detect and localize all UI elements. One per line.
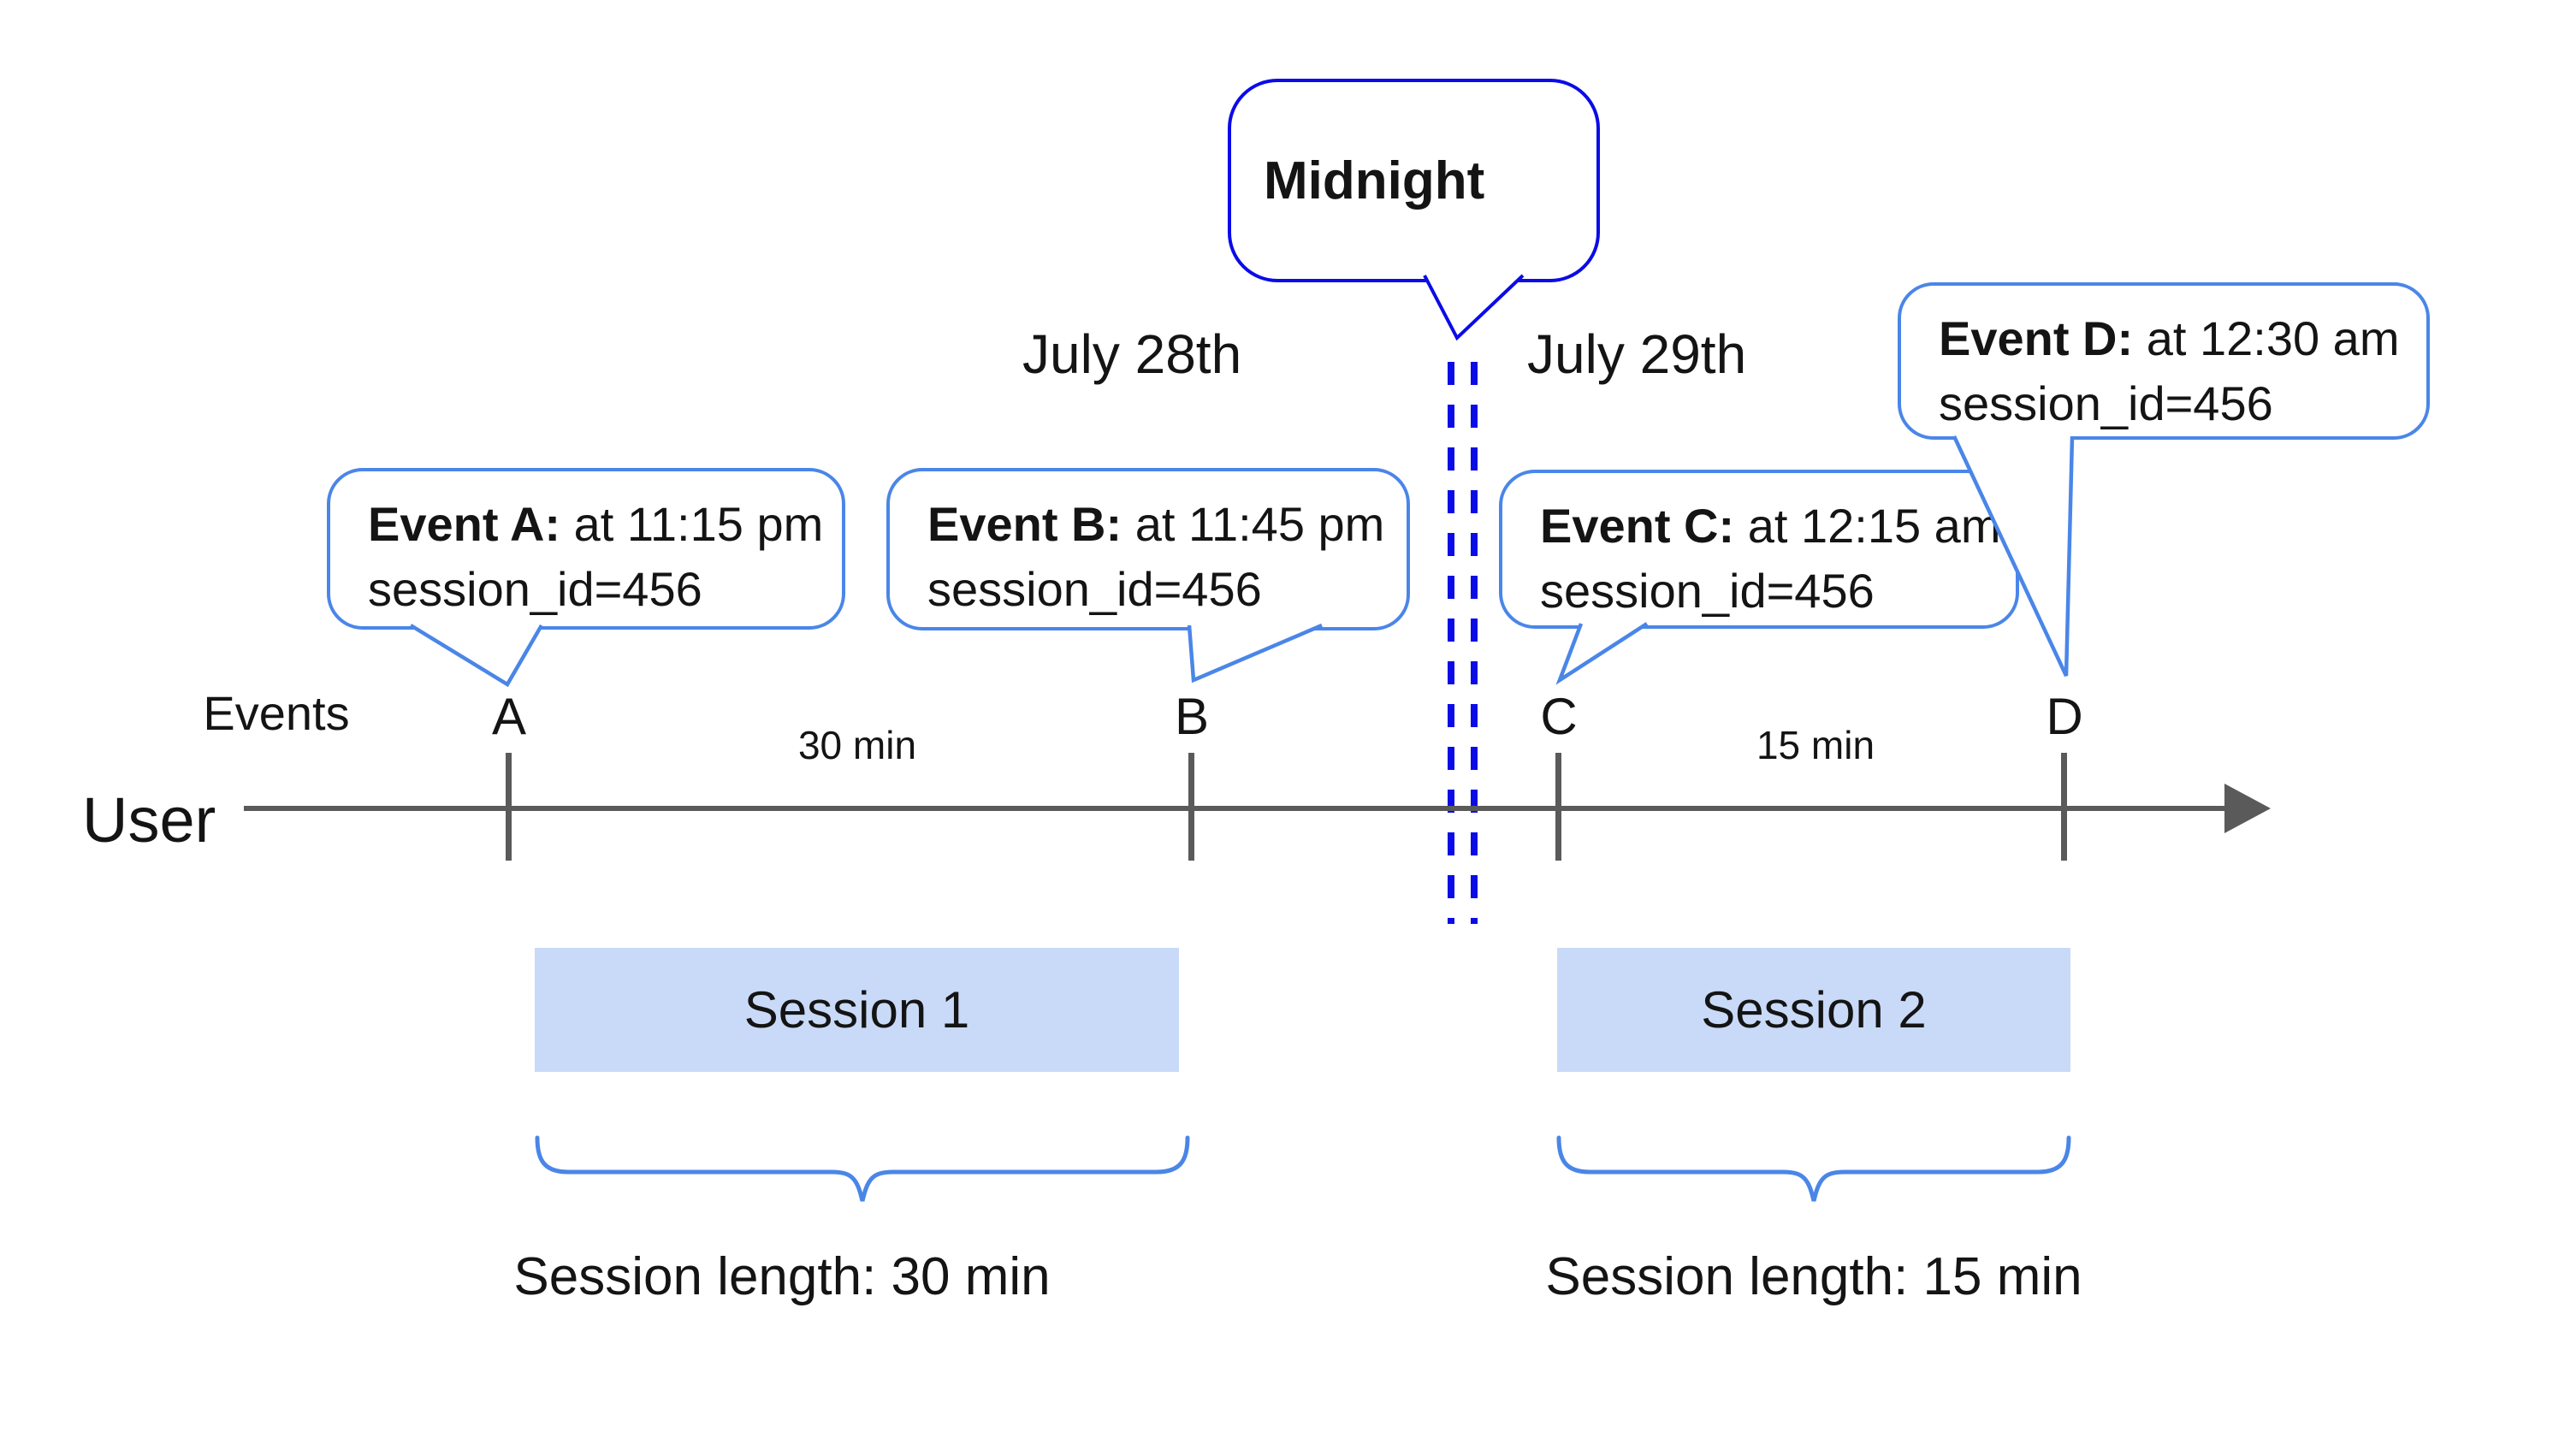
session1-box: Session 1 xyxy=(535,948,1179,1072)
event-d-title: Event D: at 12:30 am xyxy=(1939,311,2400,365)
event-b-callout-tail xyxy=(1187,623,1323,684)
tick-d xyxy=(2061,753,2067,861)
duration-c-d: 15 min xyxy=(1756,723,1875,767)
tick-label-d: D xyxy=(2046,688,2083,745)
events-axis-label: Events xyxy=(203,686,350,740)
tick-a xyxy=(506,753,512,861)
session2-length-label: Session length: 15 min xyxy=(1545,1247,2082,1306)
session2-label: Session 2 xyxy=(1701,981,1927,1039)
midnight-callout-tail xyxy=(1423,274,1525,341)
timeline-arrowhead-icon xyxy=(2224,784,2271,833)
event-b-session-id: session_id=456 xyxy=(927,562,1262,616)
event-c-callout: Event C: at 12:15 am session_id=456 xyxy=(1499,470,2019,629)
user-axis-label: User xyxy=(82,784,216,855)
event-d-session-id: session_id=456 xyxy=(1939,376,2273,430)
event-c-callout-tail xyxy=(1555,622,1649,685)
event-b-title: Event B: at 11:45 pm xyxy=(927,497,1385,551)
midnight-callout: Midnight xyxy=(1228,79,1600,282)
tick-label-a: A xyxy=(491,688,527,745)
event-a-title: Event A: at 11:15 pm xyxy=(368,497,824,551)
midnight-callout-label: Midnight xyxy=(1264,151,1485,210)
tick-c xyxy=(1555,753,1561,861)
event-c-session-id: session_id=456 xyxy=(1540,564,1875,618)
session2-box: Session 2 xyxy=(1557,948,2070,1072)
tick-b xyxy=(1188,753,1194,861)
session1-label: Session 1 xyxy=(743,981,970,1039)
date-july-29: July 29th xyxy=(1527,323,1747,385)
event-a-session-id: session_id=456 xyxy=(368,562,702,616)
date-july-28: July 28th xyxy=(1022,323,1242,385)
timeline-axis xyxy=(244,753,2271,861)
session2-brace xyxy=(1556,1135,2071,1202)
event-a-callout-tail xyxy=(409,624,543,688)
duration-a-b: 30 min xyxy=(797,723,917,767)
tick-label-c: C xyxy=(1540,688,1578,745)
event-d-callout: Event D: at 12:30 am session_id=456 xyxy=(1898,282,2430,440)
midnight-divider-dashed-lines xyxy=(1448,362,1478,924)
event-a-callout: Event A: at 11:15 pm session_id=456 xyxy=(327,468,845,630)
session1-brace xyxy=(535,1135,1190,1202)
session-braces xyxy=(535,1135,2071,1202)
tick-label-b: B xyxy=(1174,688,1210,745)
session1-length-label: Session length: 30 min xyxy=(513,1247,1051,1306)
event-c-title: Event C: at 12:15 am xyxy=(1540,499,2001,553)
event-b-callout: Event B: at 11:45 pm session_id=456 xyxy=(886,468,1410,630)
